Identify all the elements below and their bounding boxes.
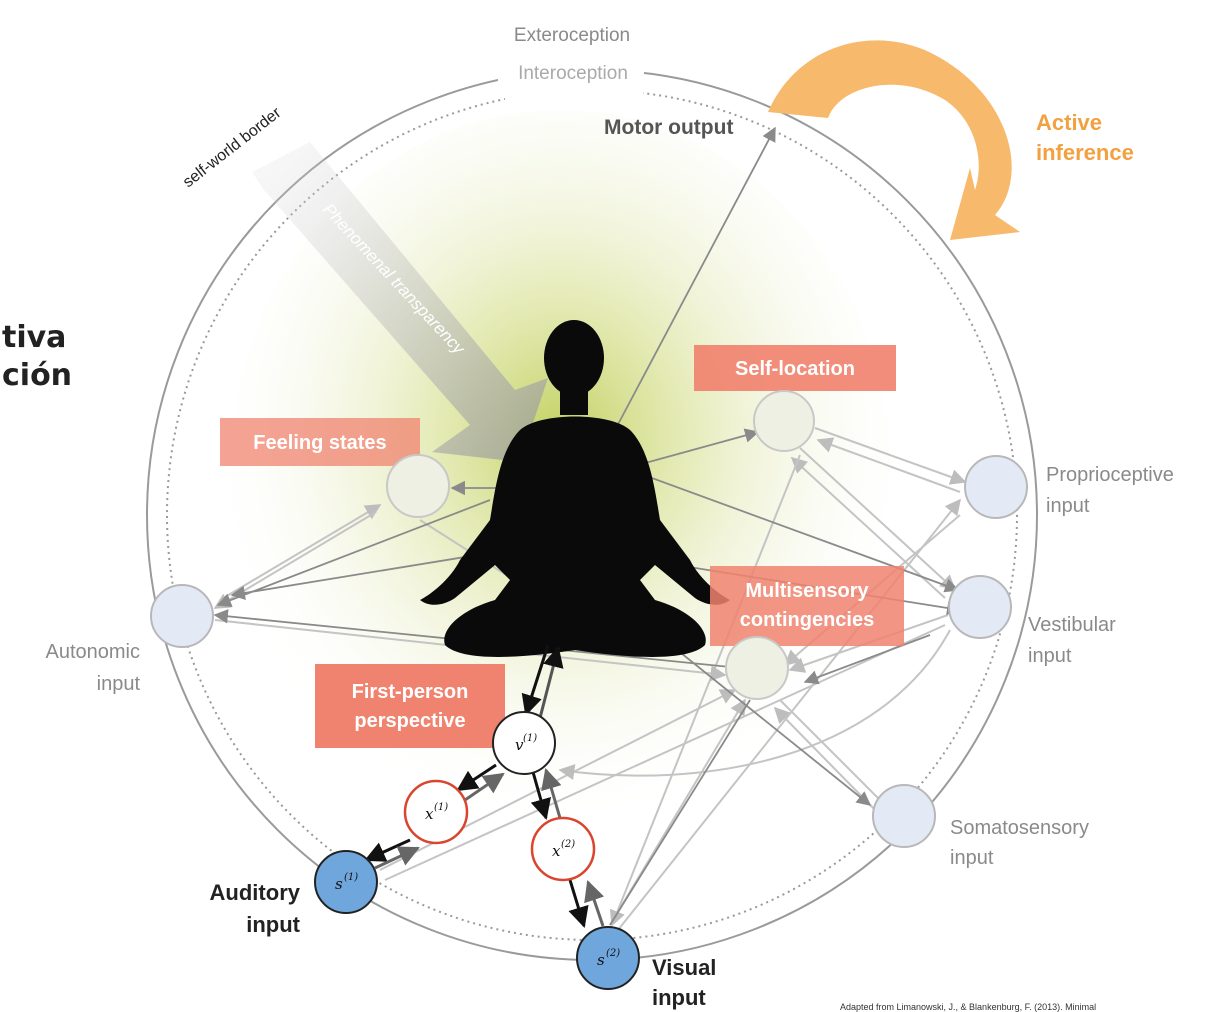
self-location-label: Self-location: [735, 358, 855, 380]
s1-superscript: (1): [344, 872, 358, 883]
x2-superscript: (2): [561, 839, 575, 850]
somatosensory-label-2: input: [950, 847, 994, 869]
feeling-states-box: [220, 418, 420, 466]
v1-superscript: (1): [523, 733, 537, 744]
s2-node: [576, 926, 640, 990]
phenomenal-transparency-beam: [252, 142, 548, 462]
somatosensory-node: [872, 784, 936, 848]
vestibular-node: [948, 575, 1012, 639]
multisensory-box: [710, 566, 904, 646]
feeling-states-label: Feeling states: [253, 432, 386, 454]
meditating-person-silhouette: [420, 320, 730, 657]
autonomic-label-1: Autonomic: [46, 641, 141, 663]
side-title-line1: tiva: [2, 320, 67, 355]
vestibular-label-1: Vestibular: [1028, 614, 1116, 636]
s1-symbol: s: [335, 875, 343, 893]
s1-node: [314, 850, 378, 914]
first-person-box: [315, 664, 505, 748]
v1-node: [492, 711, 556, 775]
interoception-label: Interoception: [518, 63, 628, 84]
hierarchy-arrows: [364, 644, 605, 929]
feeling-states-node: [386, 454, 450, 518]
x1-symbol: x: [425, 805, 434, 823]
x1-superscript: (1): [434, 802, 448, 813]
auditory-label-1: Auditory: [210, 880, 301, 905]
active-inference-label-1: Active: [1036, 110, 1102, 135]
multisensory-label-1: Multisensory: [745, 580, 869, 602]
s2-superscript: (2): [606, 948, 620, 959]
multisensory-node: [725, 636, 789, 700]
vestibular-label-2: input: [1028, 645, 1072, 667]
motor-output-label: Motor output: [604, 116, 733, 139]
first-person-label-2: perspective: [354, 710, 465, 732]
proprioceptive-label-1: Proprioceptive: [1046, 464, 1174, 486]
visual-label-2: input: [652, 985, 706, 1010]
s2-symbol: s: [597, 951, 605, 969]
active-inference-label-2: inference: [1036, 140, 1134, 165]
multisensory-label-2: contingencies: [740, 609, 874, 631]
somatosensory-label-1: Somatosensory: [950, 817, 1089, 839]
citation-text: Adapted from Limanowski, J., & Blankenbu…: [840, 1002, 1096, 1012]
proprioceptive-label-2: input: [1046, 495, 1090, 517]
x1-node: [403, 779, 469, 845]
autonomic-node: [150, 584, 214, 648]
side-title-line2: ción: [2, 358, 73, 393]
proprioceptive-node: [964, 455, 1028, 519]
self-location-node: [753, 390, 815, 452]
x2-node: [530, 816, 596, 882]
self-location-box: [694, 345, 896, 391]
auditory-label-2: input: [246, 912, 300, 937]
exteroception-label: Exteroception: [514, 25, 630, 46]
autonomic-label-2: input: [97, 673, 141, 695]
active-inference-arrow: [768, 40, 1020, 240]
visual-label-1: Visual: [652, 955, 716, 980]
x2-symbol: x: [552, 842, 561, 860]
first-person-label-1: First-person: [352, 681, 469, 703]
v1-symbol: v: [515, 736, 524, 754]
